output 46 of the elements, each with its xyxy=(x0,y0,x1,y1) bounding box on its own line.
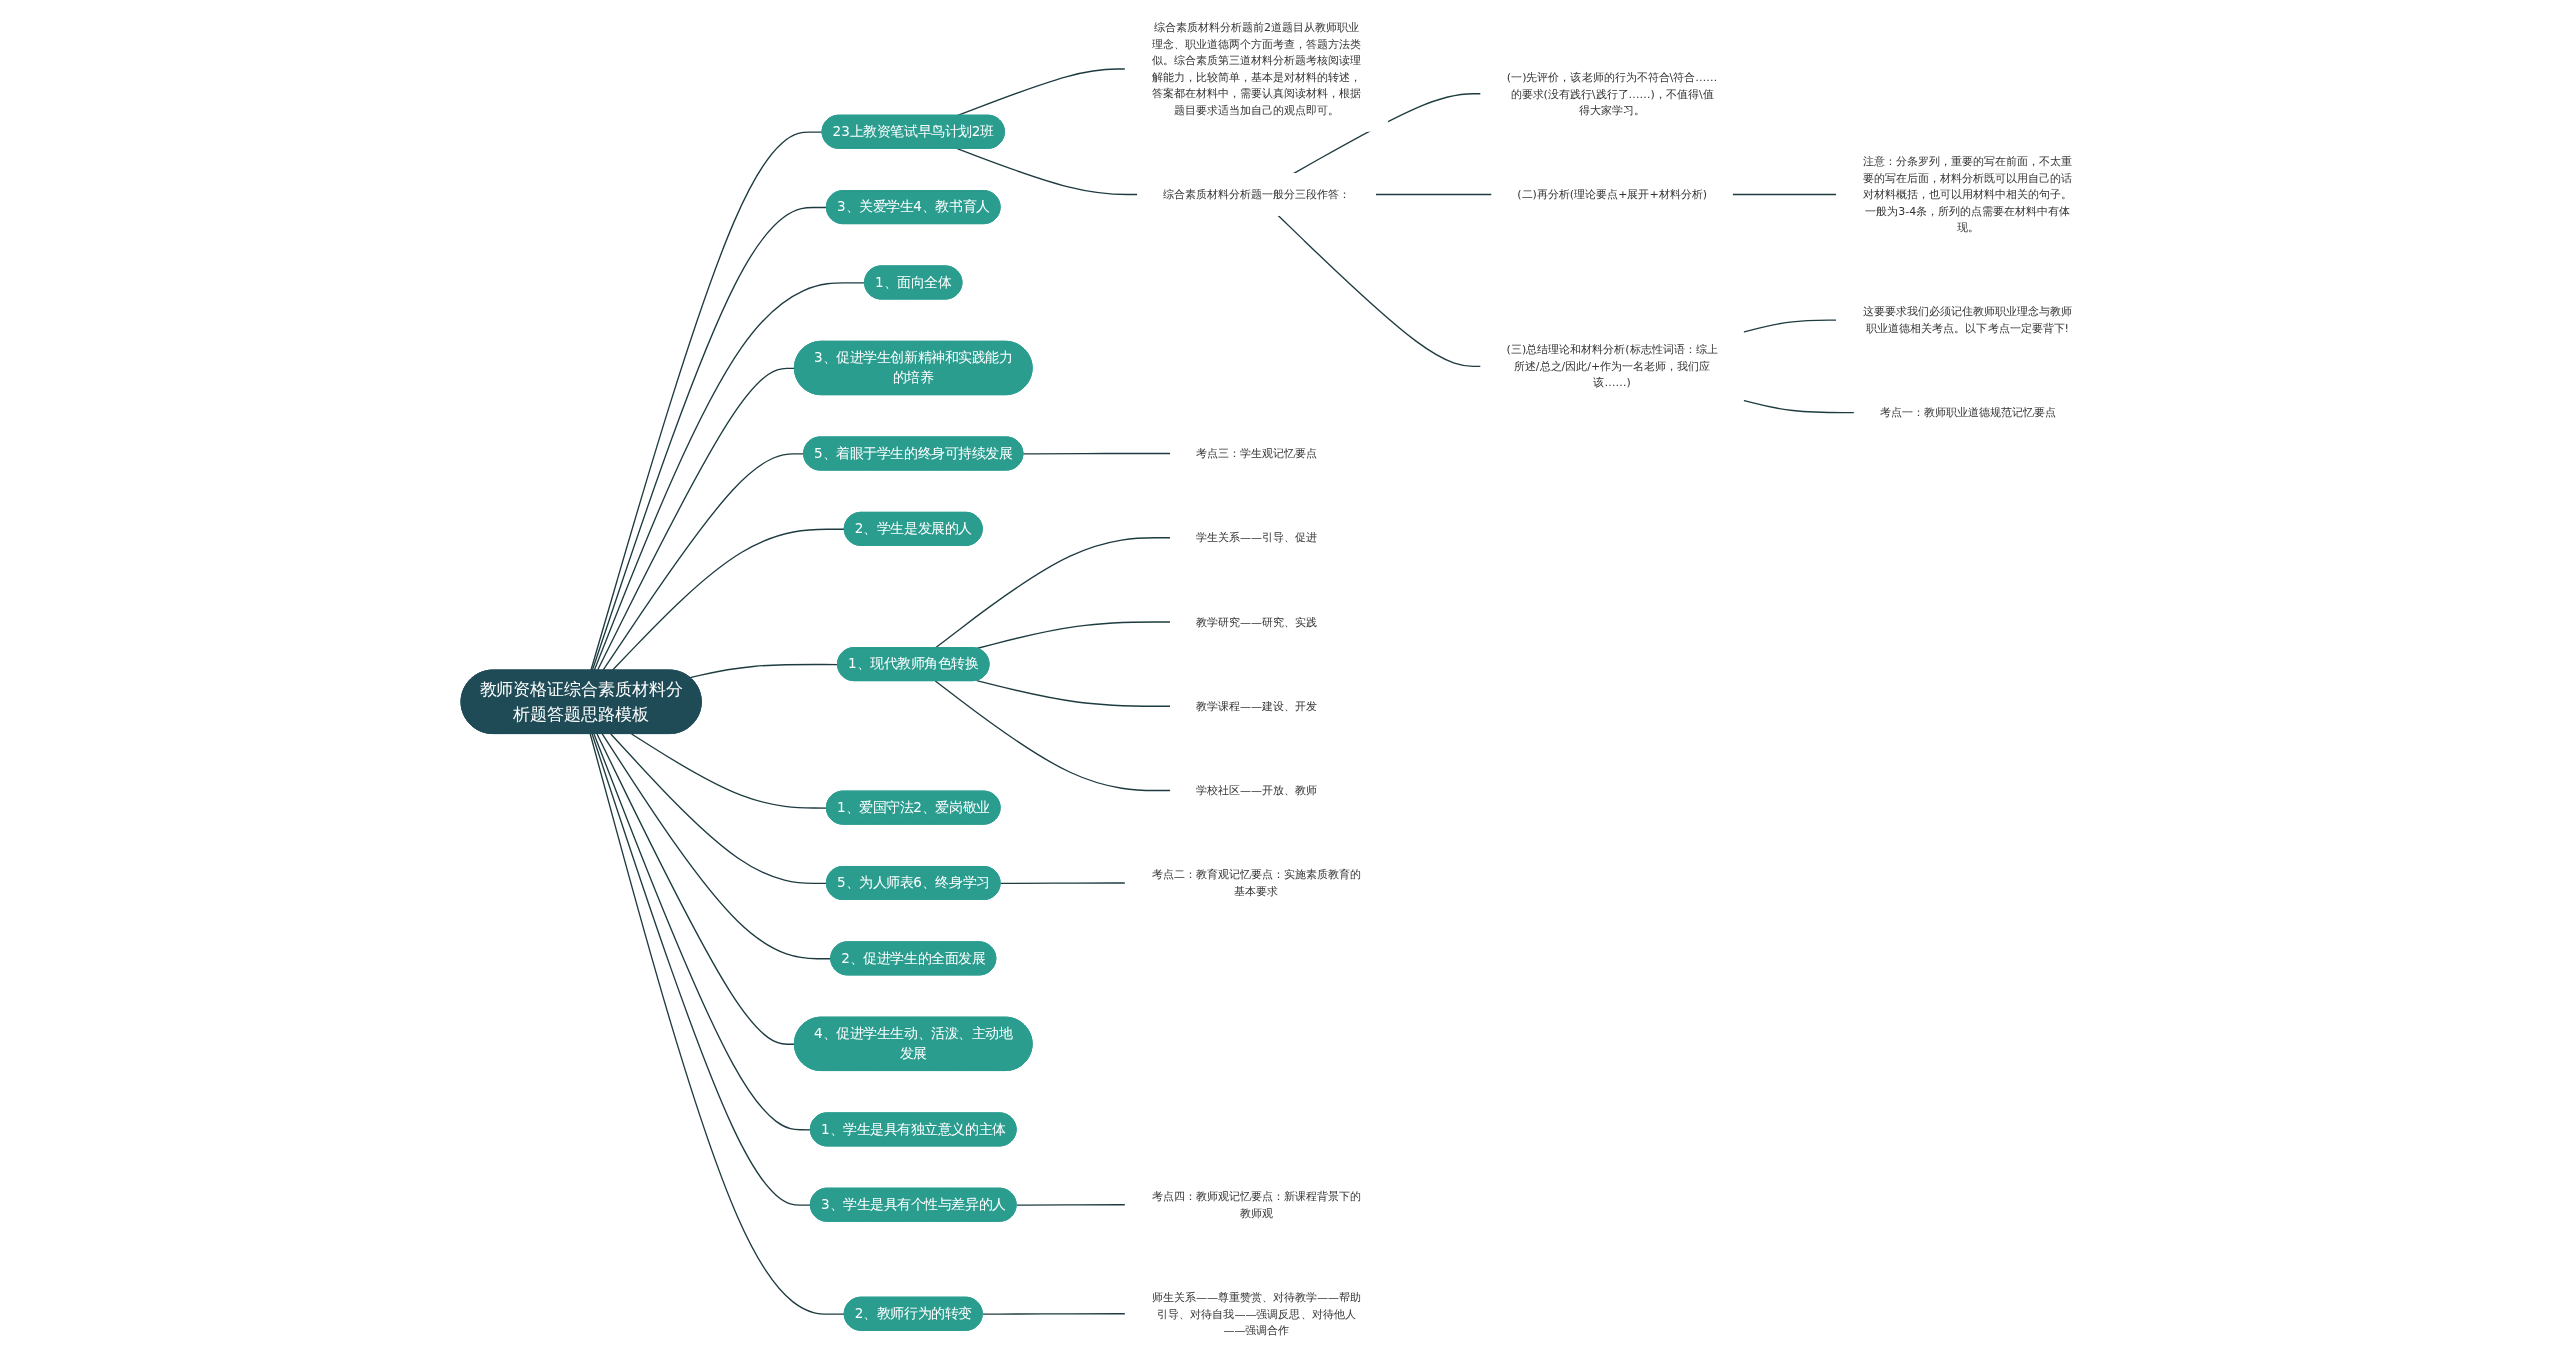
connector xyxy=(593,282,866,672)
node-text: 学校社区——开放、教师 xyxy=(1195,783,1318,797)
connector xyxy=(602,453,805,672)
node-text: (一)先评价，该老师的行为不符合\符合……的要求(没有践行\践行了……)，不值得\值得大家学习。 xyxy=(1506,70,1718,117)
connector xyxy=(589,733,846,1315)
connector xyxy=(630,733,828,809)
connector xyxy=(1015,1204,1126,1206)
node-text: 考点四：教师观记忆要点：新课程背景下的教师观 xyxy=(1151,1189,1362,1220)
node-text: 注意：分条罗列，重要的写在前面，不太重要的写在后面，材料分析既可以用自己的话对材料概括，也可以用材料中相关的句子。一般为3-4条，所列的点需要在材料中有体现。 xyxy=(1863,154,2073,234)
connector xyxy=(591,733,812,1206)
node-text: (三)总结理论和材料分析(标志性词语：综上所述/总之/因此/+作为一名老师，我们应该……) xyxy=(1506,343,1718,389)
connector xyxy=(934,680,1172,792)
connector xyxy=(999,882,1126,885)
node-text: (二)再分析(理论要点+展开+材料分析) xyxy=(1517,187,1707,201)
connector xyxy=(956,148,1139,196)
node-text: 这要要求我们必须记住教师职业理念与教师职业道德相关考点。以下考点一定要背下! xyxy=(1863,305,2073,335)
connector xyxy=(981,1313,1126,1315)
connector xyxy=(1022,452,1172,455)
connector xyxy=(934,537,1172,649)
connector xyxy=(610,733,828,885)
connector xyxy=(591,206,828,672)
connector xyxy=(611,528,846,672)
connector xyxy=(590,131,824,672)
connector xyxy=(1731,193,1838,196)
connector xyxy=(596,733,796,1045)
connector xyxy=(596,367,796,672)
node-text: 考点一：教师职业道德规范记忆要点 xyxy=(1879,405,2056,419)
node-text: 综合素质材料分析题前2道题目从教师职业理念、职业道德两个方面考查，答题方法类似。综合素质第三道材料分析题考核阅读理解能力，比较简单，基本是对材料的转述，答案都在材料中，需要认真阅读材料，根据题目要求适当加自己的观点即可。 xyxy=(1151,21,1362,117)
connector xyxy=(956,68,1126,117)
node-text: 综合素质材料分析题一般分三段作答： xyxy=(1162,187,1351,201)
node-text: 学生关系——引导、促进 xyxy=(1195,531,1318,544)
connector xyxy=(1742,399,1855,414)
connector xyxy=(689,663,839,679)
connector xyxy=(593,733,812,1131)
node-text: 考点二：教育观记忆要点：实施素质教育的基本要求 xyxy=(1151,868,1362,898)
connector xyxy=(1742,319,1838,333)
connector xyxy=(1277,214,1482,367)
node-text: 教学研究——研究、实践 xyxy=(1195,615,1318,629)
node-text: 师生关系——尊重赞赏、对待教学——帮助引导、对待自我——强调反思、对待他人——强调合作 xyxy=(1151,1290,1362,1337)
connector xyxy=(1374,193,1493,196)
connector xyxy=(976,621,1172,650)
connector xyxy=(1292,93,1482,175)
node-text: 考点三：学生观记忆要点 xyxy=(1195,446,1318,460)
node-text: 教学课程——建设、开发 xyxy=(1195,699,1318,713)
connector xyxy=(601,733,832,960)
connector xyxy=(976,679,1172,707)
